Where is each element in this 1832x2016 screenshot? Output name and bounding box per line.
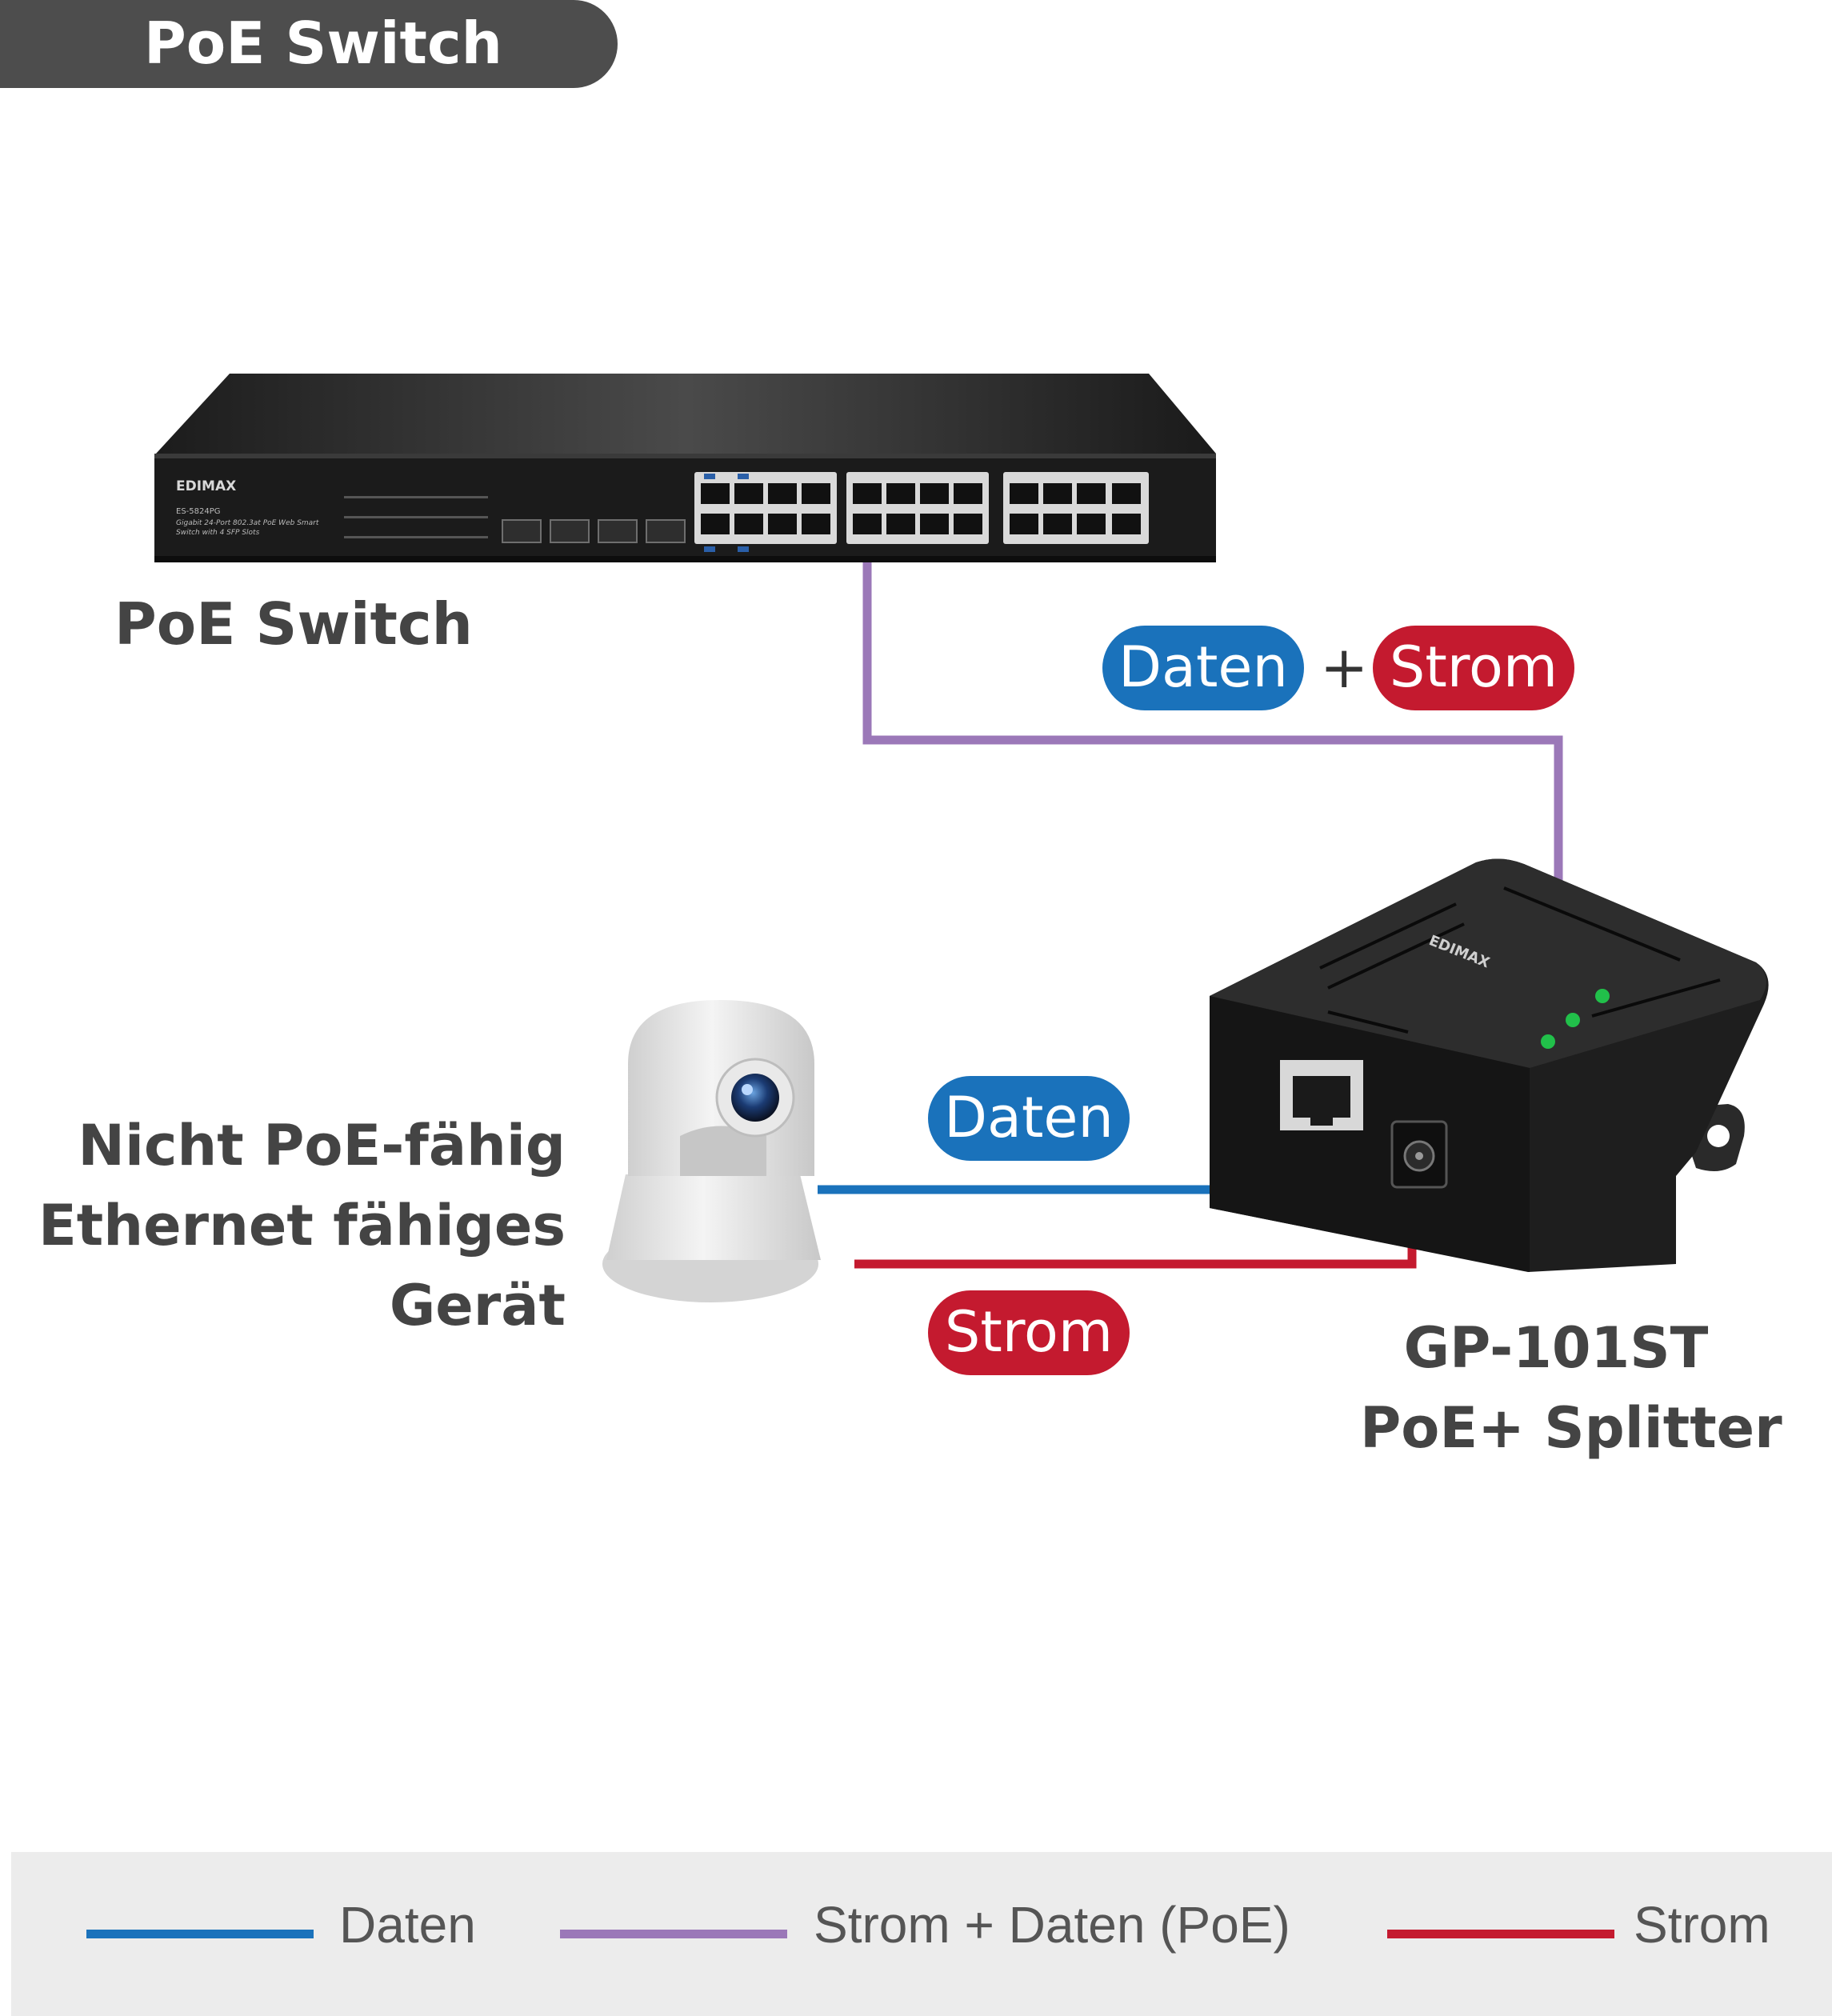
legend-daten-label: Daten	[339, 1896, 476, 1954]
device-label-line1: Nicht PoE-fähig	[78, 1113, 566, 1178]
device-label-line3: Gerät	[389, 1273, 566, 1338]
switch-desc-line2: Switch with 4 SFP Slots	[176, 529, 260, 537]
strom-tag-top: Strom	[1373, 626, 1574, 710]
legend-strom-line	[1387, 1930, 1614, 1938]
page-title: PoE Switch	[0, 0, 618, 88]
legend-poe-line	[560, 1930, 787, 1938]
device-label-line2: Ethernet fähiges	[38, 1193, 566, 1258]
switch-model-text: ES-5824PG	[176, 507, 221, 516]
switch-label: PoE Switch	[114, 590, 473, 658]
switch-desc-line1: Gigabit 24-Port 802.3at PoE Web Smart	[176, 519, 319, 527]
strom-tag-mid: Strom	[928, 1290, 1130, 1375]
poe-cable-line	[862, 550, 1563, 890]
device-label: Nicht PoE-fähig Ethernet fähiges Gerät	[38, 1106, 566, 1346]
daten-tag-top: Daten	[1102, 626, 1304, 710]
poe-splitter-image: EDIMAX	[1210, 858, 1769, 1272]
ip-camera-image	[602, 1000, 821, 1302]
legend: Daten Strom + Daten (PoE) Strom	[11, 1852, 1832, 2016]
legend-daten-line	[86, 1930, 314, 1938]
splitter-label-line1: GP-101ST	[1403, 1315, 1709, 1381]
page-title-text: PoE Switch	[144, 10, 502, 77]
switch-brand-text: EDIMAX	[176, 478, 236, 494]
legend-strom-label: Strom	[1634, 1896, 1770, 1954]
plus-sign: +	[1320, 634, 1369, 701]
legend-poe-label: Strom + Daten (PoE)	[814, 1896, 1290, 1954]
poe-switch-image: EDIMAX ES-5824PG Gigabit 24-Port 802.3at…	[154, 374, 1216, 562]
splitter-label: GP-101ST PoE+ Splitter	[1360, 1308, 1782, 1468]
daten-tag-mid: Daten	[928, 1076, 1130, 1161]
splitter-label-line2: PoE+ Splitter	[1360, 1395, 1782, 1461]
